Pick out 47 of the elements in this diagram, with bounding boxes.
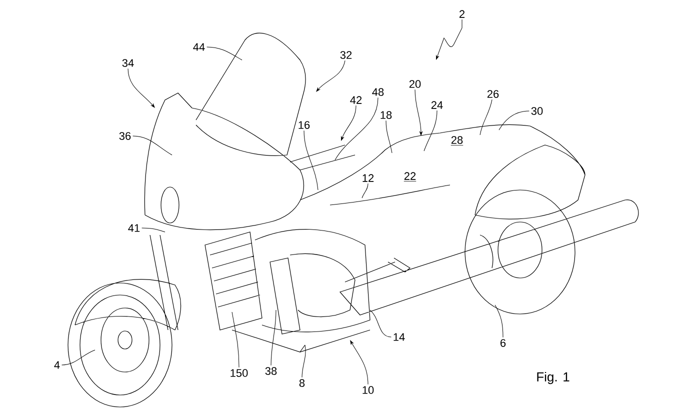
callout-number: 24 — [431, 101, 443, 109]
leader-line — [206, 46, 242, 60]
leader-line — [270, 310, 276, 366]
leader-line — [362, 183, 368, 198]
callout-number: 12 — [362, 174, 374, 182]
leader-line — [424, 110, 438, 152]
callout-number: 48 — [372, 88, 384, 96]
leader-line — [494, 304, 504, 338]
callout-number: 150 — [230, 369, 248, 377]
leader-line — [386, 120, 392, 154]
callout-number: 6 — [500, 339, 506, 347]
arrow — [350, 340, 368, 385]
callout-number: 32 — [340, 51, 352, 59]
callout-number: 41 — [128, 224, 140, 232]
callout-number: 16 — [298, 121, 310, 129]
callout-number: 8 — [299, 379, 305, 387]
callout-number: 10 — [362, 386, 374, 394]
leader-line — [302, 344, 306, 378]
callout-number: 42 — [350, 96, 362, 104]
leader-line — [132, 136, 172, 156]
callout-number: 28 — [450, 136, 464, 146]
callout-number: 14 — [394, 333, 405, 341]
leader-line — [480, 99, 492, 136]
arrow — [341, 105, 356, 141]
leader-line — [304, 130, 318, 190]
callout-number: 44 — [193, 43, 205, 51]
arrow — [414, 89, 422, 136]
callout-number: 20 — [409, 80, 421, 88]
leader-line — [142, 228, 166, 232]
callout-number: 22 — [404, 172, 416, 182]
callout-number: 26 — [487, 90, 499, 98]
leader-line — [334, 97, 378, 160]
figure-label: Fig. 1 — [537, 372, 570, 384]
leader-line — [370, 310, 392, 338]
arrow — [436, 19, 462, 60]
leader-line — [498, 110, 530, 130]
callout-number: 34 — [122, 59, 134, 67]
callout-number: 38 — [265, 367, 277, 375]
callout-number: 2 — [460, 10, 465, 18]
leader-line — [62, 350, 96, 366]
arrow — [128, 68, 155, 108]
callout-number: 18 — [380, 111, 392, 119]
leader-line — [232, 312, 240, 368]
callout-number: 36 — [119, 132, 131, 140]
arrow — [316, 60, 346, 92]
callout-number: 4 — [54, 361, 60, 369]
callout-number: 30 — [531, 107, 543, 115]
